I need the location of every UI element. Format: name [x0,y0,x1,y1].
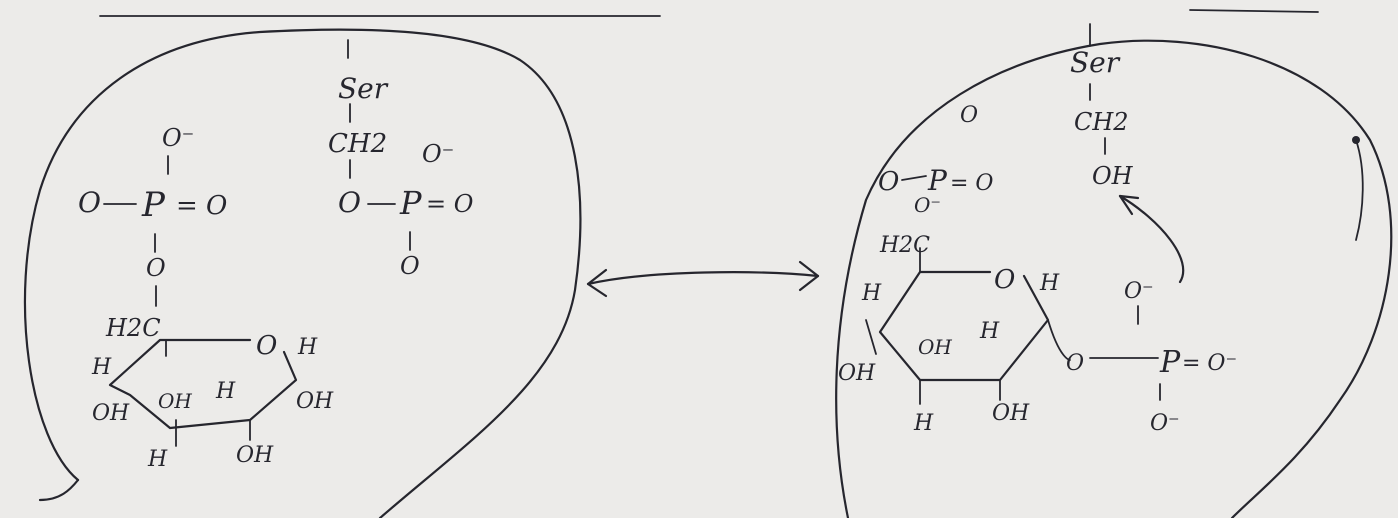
attack-arrow [1118,194,1185,284]
left-sugar-ring [108,338,298,430]
left-ser-p-label: P [399,184,422,222]
right-ring-bond-a [865,319,877,355]
right-ring-oh1: OH [838,361,876,386]
right-p2-o-minus-top: O⁻ [1124,279,1154,304]
right-ch2-label: CH2 [1074,108,1129,136]
right-p2-label: P [1159,345,1181,380]
right-h2c-label: H2C [879,233,930,258]
left-ring-o: O [256,331,277,361]
double-arrow-left-head [586,268,608,298]
left-bridge-o: O [146,254,166,282]
right-ring-oh3: OH [992,401,1030,426]
left-h2c-label: H2C [105,314,161,342]
double-arrow-right-head [798,260,820,292]
right-ring-h3: H [979,319,1000,344]
left-ring-h1: H [297,335,318,360]
bubble-marker-dot [1352,136,1360,144]
attack-arrow-head [1118,194,1140,216]
right-c1-o-bond [1047,319,1071,361]
left-bubble-tail [38,478,80,502]
right-bridge-o: O [1066,351,1084,376]
top-rule-line [99,9,1319,17]
right-p-o-minus: O⁻ [914,193,941,217]
right-p-eq-o: = O [950,171,993,196]
right-o-minus-left: O [878,167,899,197]
double-arrow-shaft [586,271,820,286]
left-ser-label: Ser [338,72,389,105]
left-ser-p-o-label: O [400,252,420,280]
left-top-o-minus: O⁻ [162,124,194,152]
left-ring-oh1: OH [296,389,334,414]
left-o-minus-label: O [78,186,101,219]
left-bubble-outline [23,28,582,518]
left-ser-p-o-minus: O⁻ [422,140,454,168]
right-top-o: O [960,103,978,128]
right-ser-label: Ser [1070,46,1121,79]
left-ring-oh2: OH [92,401,130,426]
right-bubble-outline [835,39,1393,518]
left-ser-p-eq-o: = O [426,190,474,218]
right-p-label: P [927,164,948,197]
right-ring-h4: H [913,411,934,436]
left-p-eq-o: = O [176,191,227,221]
right-sugar-ring [878,270,1050,382]
left-ch2-label: CH2 [328,129,387,159]
right-ring-o: O [994,265,1015,295]
left-ring-h2: H [91,355,112,380]
left-ring-oh3: OH [158,389,192,413]
right-p2-o-minus-bottom: O⁻ [1150,411,1180,436]
left-ser-o-label: O [338,186,361,219]
left-ring-h3: H [215,379,236,404]
right-oh-label: OH [1092,162,1134,190]
left-ring-oh4: OH [236,443,274,468]
left-p-label: P [141,185,166,225]
right-ring-oh2: OH [918,335,952,359]
left-ring-h4: H [147,447,168,472]
right-o-p-bond [901,175,927,181]
bubble-marker-line [1355,139,1364,241]
right-ring-h1: H [1039,271,1060,296]
right-ring-h2: H [861,281,882,306]
right-p2-eq-o-minus: = O⁻ [1182,351,1237,376]
